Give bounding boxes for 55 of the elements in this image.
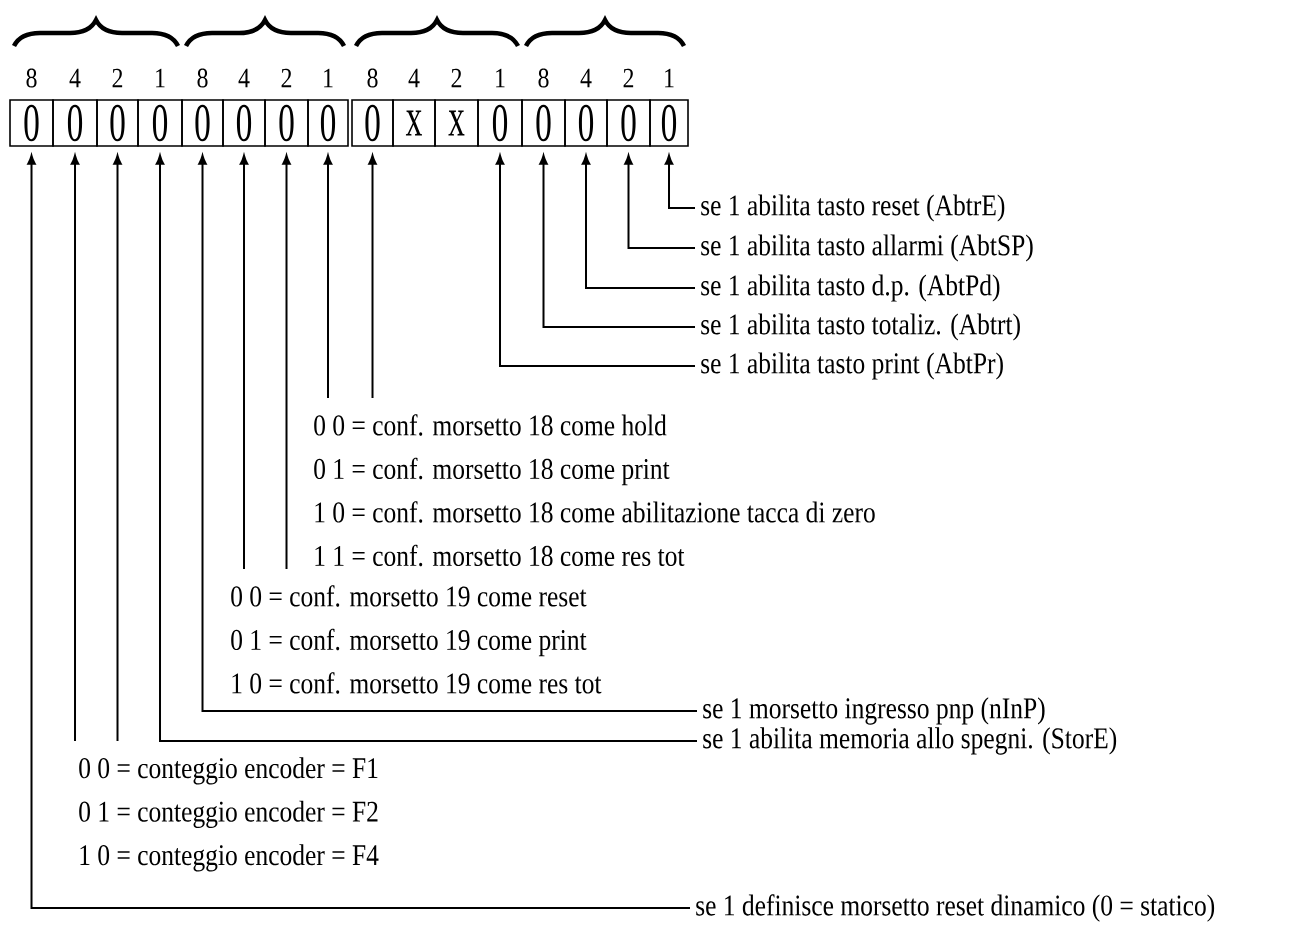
description-text: 0 0 = conf. morsetto 19 come reset 0 1 = conf. morsetto 19 come print 1 0 = conf. morsetto 19 come res tot — [231, 585, 602, 694]
bit-cell: 0 — [307, 99, 349, 147]
leader-arrow — [27, 154, 691, 909]
bit-weight: 4 — [408, 68, 420, 88]
bit-weight: 2 — [112, 68, 123, 88]
leader-arrow — [539, 154, 696, 328]
bit-weight: 8 — [197, 68, 208, 88]
leader-arrow — [664, 154, 696, 209]
leader-arrow — [282, 154, 291, 570]
bit-cell: 0 — [96, 99, 139, 147]
bit-weight: 2 — [281, 68, 292, 88]
bit-weight: 4 — [580, 68, 592, 88]
leader-arrow — [624, 154, 696, 249]
bit-weight: 8 — [538, 68, 549, 88]
bit-cell: 0 — [606, 99, 651, 147]
bit-cell: 0 — [137, 99, 183, 147]
bit-cell: 0 — [649, 99, 689, 147]
description-text: se 1 abilita memoria allo spegni. (StorE) — [703, 727, 1117, 755]
leader-arrow — [368, 154, 377, 399]
bit-weight: 4 — [69, 68, 81, 88]
bit-cell: 0 — [477, 99, 523, 147]
leader-arrow — [239, 154, 249, 570]
description-text: 0 0 = conf. morsetto 18 come hold 0 1 = conf. morsetto 18 come print 1 0 = conf. morsetto 18 come abilitazione tacca di zero 1 1 = conf. morsetto 18 come res tot — [314, 414, 875, 567]
bit-weight: 1 — [324, 68, 333, 88]
bit-cell: x — [392, 99, 436, 147]
description-text: se 1 abilita tasto totaliz. (Abtrt) — [701, 313, 1020, 341]
description-text: se 1 morsetto ingresso pnp (nInP) — [703, 697, 1045, 725]
bit-cell: 0 — [521, 99, 566, 147]
bit-weight: 8 — [26, 68, 37, 88]
bit-cell: 0 — [222, 99, 266, 147]
description-text: se 1 abilita tasto reset (AbtrE) — [701, 194, 1005, 222]
description-text: se 1 abilita tasto allarmi (AbtSP) — [701, 234, 1033, 262]
leader-arrow — [581, 154, 696, 289]
bit-weight: 1 — [496, 68, 505, 88]
leader-arrow — [495, 154, 696, 367]
description-text: se 1 abilita tasto d.p. (AbtPd) — [701, 274, 1000, 302]
bit-weight: 4 — [238, 68, 250, 88]
leader-arrow — [323, 154, 333, 399]
bit-weight: 1 — [156, 68, 165, 88]
leader-arrow — [113, 154, 122, 742]
description-text: se 1 abilita tasto print (AbtPr) — [701, 352, 1003, 380]
bit-cell: 0 — [264, 99, 309, 147]
bit-cell: 0 — [52, 99, 98, 147]
bit-cell: 0 — [9, 99, 54, 147]
description-text: se 1 definisce morsetto reset dinamico (0 = statico) — [696, 894, 1215, 922]
description-text: 0 0 = conteggio encoder = F1 0 1 = conteggio encoder = F2 1 0 = conteggio encoder = F4 — [79, 757, 379, 872]
bit-cell: 0 — [564, 99, 608, 147]
bit-weight: 8 — [367, 68, 378, 88]
bit-cell: 0 — [181, 99, 224, 147]
leader-arrow — [70, 154, 80, 742]
bit-weight: 1 — [665, 68, 674, 88]
bit-cell: x — [434, 99, 479, 147]
bit-cell: 0 — [351, 99, 394, 147]
bit-weight: 2 — [623, 68, 634, 88]
bit-weight: 2 — [451, 68, 462, 88]
